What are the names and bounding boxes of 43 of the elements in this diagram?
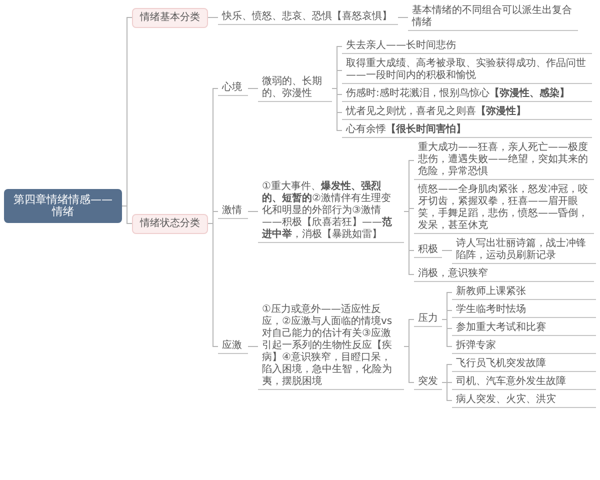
- topic-text: 伤感时:感时花溅泪，恨别鸟惊心【弥漫性、感染】: [342, 87, 592, 102]
- topic-text: 突发: [414, 375, 442, 390]
- topic-text: 重大成功——狂喜，亲人死亡——极度悲伤，遭遇失败——绝望，突如其来的危险，异常恐惧: [414, 141, 594, 180]
- topic-text: ①压力或意外——适应性反应，②应激与人面临的情境vs对自己能力的估计有关③应激引起一系列的生物性反应【疾病】④意识狭窄，目瞪口呆，陷入困境，急中生智，化险为夷，摆脱困境: [258, 303, 404, 390]
- topic-text: 压力: [414, 312, 442, 327]
- connector-line: [248, 211, 258, 212]
- connector-line: [122, 206, 132, 224]
- connector-line: [208, 223, 218, 347]
- topic-text: 学生临考时怯场: [452, 303, 596, 318]
- category-box: 情绪状态分类: [132, 214, 208, 234]
- connector-line: [442, 250, 452, 251]
- topic-text: 愤怒——全身肌肉紧张，怒发冲冠，咬牙切齿，紧握双拳，狂喜——眉开眼笑，手舞足蹈，悲伤，愤怒——昏倒，发呆，甚至休克: [414, 183, 594, 234]
- category-box: 情绪基本分类: [132, 8, 208, 28]
- topic-text: 拆弹专家: [452, 339, 596, 354]
- topic-text: 诗人写出壮丽诗篇，战士冲锋陷阵，运动员刷新记录: [452, 237, 596, 264]
- topic-text: 应激: [218, 339, 248, 354]
- connector-line: [208, 17, 218, 18]
- connector-line: [248, 88, 258, 89]
- topic-text: 积极: [414, 243, 442, 258]
- topic-text: 消极，意识狭窄: [414, 267, 594, 282]
- connector-line: [398, 17, 408, 18]
- topic-text: 失去亲人——长时间悲伤: [342, 39, 592, 54]
- topic-text: 病人突发、火灾、洪灾: [452, 393, 596, 408]
- topic-text: ①重大事件、爆发性、强烈的、短暂的②激情伴有生理变化和明显的外部行为③激情——积极【欣喜若狂】——范进中举，消极【暴跳如雷】: [258, 180, 404, 243]
- connector-line: [404, 346, 414, 383]
- topic-text: 基本情绪的不同组合可以派生出复合情绪: [408, 4, 578, 31]
- topic-text: 司机、汽车意外发生故障: [452, 375, 596, 390]
- topic-text: 心有余悸【很长时间害怕】: [342, 123, 592, 138]
- topic-text: 微弱的、长期的、弥漫性: [258, 75, 332, 102]
- connector-line: [442, 319, 452, 347]
- topic-text: 新教师上课紧张: [452, 285, 596, 300]
- topic-text: 心境: [218, 81, 248, 96]
- root-topic-box: 第四章情绪情感——情绪: [4, 189, 122, 223]
- topic-text: 取得重大成绩、高考被录取、实验获得成功、作品问世——一段时间内的积极和愉悦: [342, 57, 592, 84]
- topic-text: 激情: [218, 204, 248, 219]
- topic-text: 参加重大考试和比赛: [452, 321, 596, 336]
- connector-line: [442, 382, 452, 401]
- topic-text: 快乐、愤怒、悲哀、恐惧【喜怒哀惧】: [218, 10, 398, 25]
- topic-text: 忧者见之则忧，喜者见之则喜【弥漫性】: [342, 105, 592, 120]
- connector-line: [332, 88, 342, 131]
- connector-line: [404, 211, 414, 275]
- connector-line: [248, 346, 258, 347]
- topic-text: 飞行员飞机突发故障: [452, 357, 596, 372]
